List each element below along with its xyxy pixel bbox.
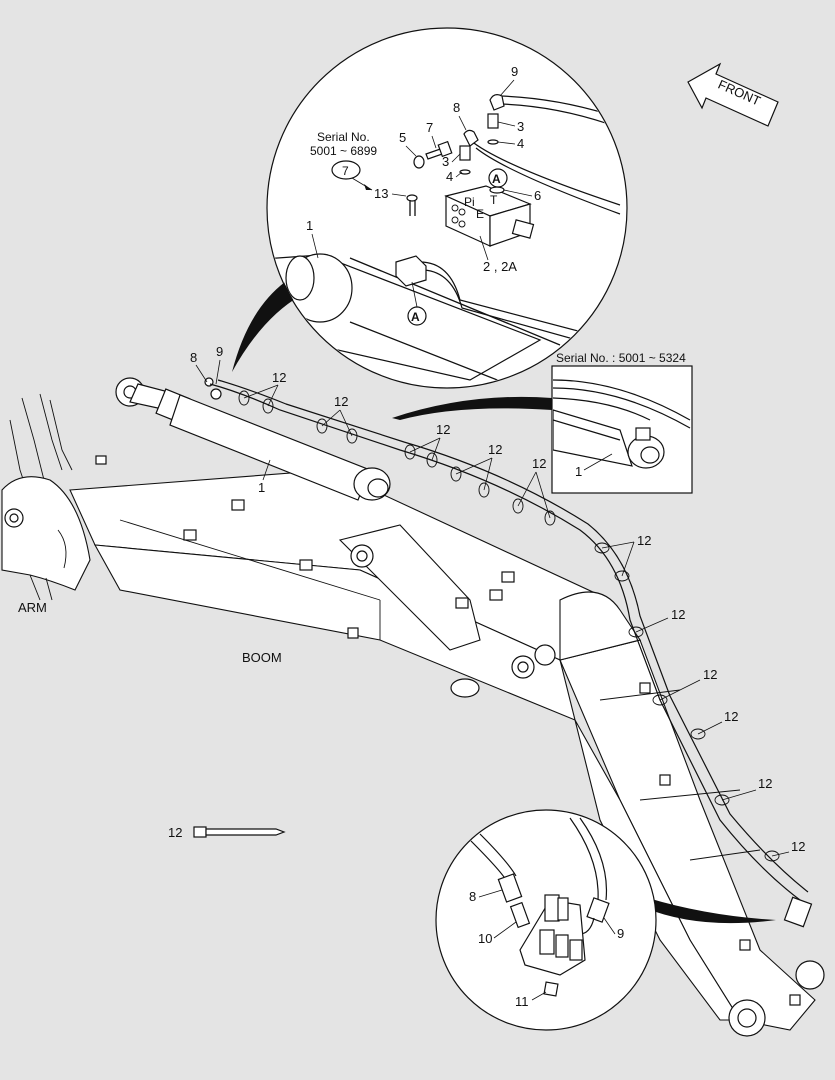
serial-a-line2: 5001 ~ 6899 <box>310 144 377 158</box>
detail-circle-foot: 8 10 9 11 <box>435 809 776 1031</box>
boom-label: BOOM <box>242 650 282 665</box>
callout-13: 13 <box>374 186 388 201</box>
pilot-valve-block: Pi T E <box>444 185 535 247</box>
cable-tie-legend: 12 <box>168 825 286 840</box>
hose-clamps <box>238 390 780 862</box>
port-e: E <box>476 207 484 221</box>
callout-10: 10 <box>478 931 492 946</box>
callout-8-foot: 8 <box>469 889 476 904</box>
boom: BOOM <box>69 455 825 1037</box>
port-t: T <box>490 193 498 207</box>
callout-5: 5 <box>399 130 406 145</box>
callout-7-ref: 7 <box>342 164 349 178</box>
callout-2-2a: 2 , 2A <box>483 259 517 274</box>
front-arrow: FRONT <box>687 62 779 127</box>
callout-12-k: 12 <box>791 839 805 854</box>
callout-3-left: 3 <box>442 154 449 169</box>
callout-12-h: 12 <box>703 667 717 682</box>
callout-7: 7 <box>426 120 433 135</box>
callout-12-f: 12 <box>637 533 651 548</box>
callout-9-main: 9 <box>216 344 223 359</box>
callout-12-d: 12 <box>488 442 502 457</box>
section-a-bottom: A <box>411 310 420 324</box>
callout-12-j: 12 <box>758 776 772 791</box>
arm-label: ARM <box>18 600 47 615</box>
callout-1-detail: 1 <box>306 218 313 233</box>
callout-3-right: 3 <box>517 119 524 134</box>
callout-4-right: 4 <box>517 136 524 151</box>
callout-9-foot: 9 <box>617 926 624 941</box>
callout-12-g: 12 <box>671 607 685 622</box>
boom-hoses <box>209 379 813 928</box>
serial-a-line1: Serial No. <box>317 130 370 144</box>
detail-circle-valve: Pi T E A A Serial No. 5001 ~ 6899 7 <box>232 27 628 389</box>
section-a-top: A <box>492 172 501 186</box>
callout-12-legend: 12 <box>168 825 182 840</box>
serial-b-label: Serial No. : 5001 ~ 5324 <box>556 351 686 365</box>
callout-12-e: 12 <box>532 456 546 471</box>
callout-12-i: 12 <box>724 709 738 724</box>
callout-12-a: 12 <box>272 370 286 385</box>
callout-8-main: 8 <box>190 350 197 365</box>
boom-cylinder <box>115 377 391 501</box>
callout-1-box: 1 <box>575 464 582 479</box>
detail-box-serial: Serial No. : 5001 ~ 5324 1 <box>392 351 693 494</box>
main-callouts: 8 9 1 12 12 12 12 12 12 12 12 12 12 12 <box>190 344 805 857</box>
arm: ARM <box>1 393 91 615</box>
port-pi: Pi <box>464 195 475 209</box>
callout-4-left: 4 <box>446 169 453 184</box>
callout-12-b: 12 <box>334 394 348 409</box>
callout-12-c: 12 <box>436 422 450 437</box>
callout-11: 11 <box>515 994 529 1009</box>
callout-8-detail: 8 <box>453 100 460 115</box>
callout-9-detail: 9 <box>511 64 518 79</box>
callout-1-main: 1 <box>258 480 265 495</box>
callout-6: 6 <box>534 188 541 203</box>
